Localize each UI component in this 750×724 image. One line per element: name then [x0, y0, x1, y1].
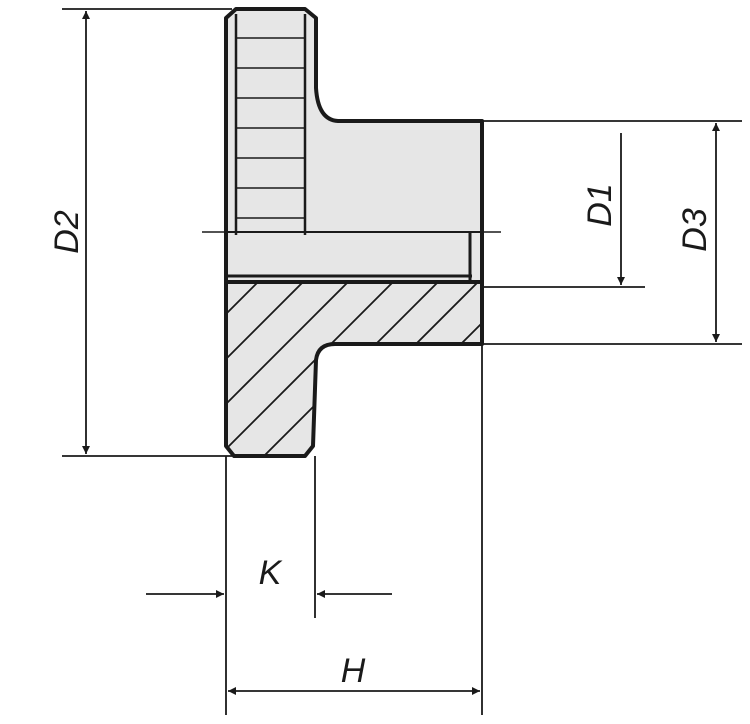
- nut-section-body: [224, 280, 484, 458]
- h-label: H: [341, 652, 366, 690]
- knurl-pattern: [234, 14, 307, 235]
- nut-upper-body: [224, 7, 484, 284]
- d2-label: D2: [48, 210, 86, 254]
- d1-label: D1: [581, 183, 619, 226]
- k-label: K: [259, 554, 283, 592]
- dimension-lines: [82, 11, 720, 695]
- extension-lines: [62, 8, 742, 715]
- d3-label: D3: [676, 208, 714, 252]
